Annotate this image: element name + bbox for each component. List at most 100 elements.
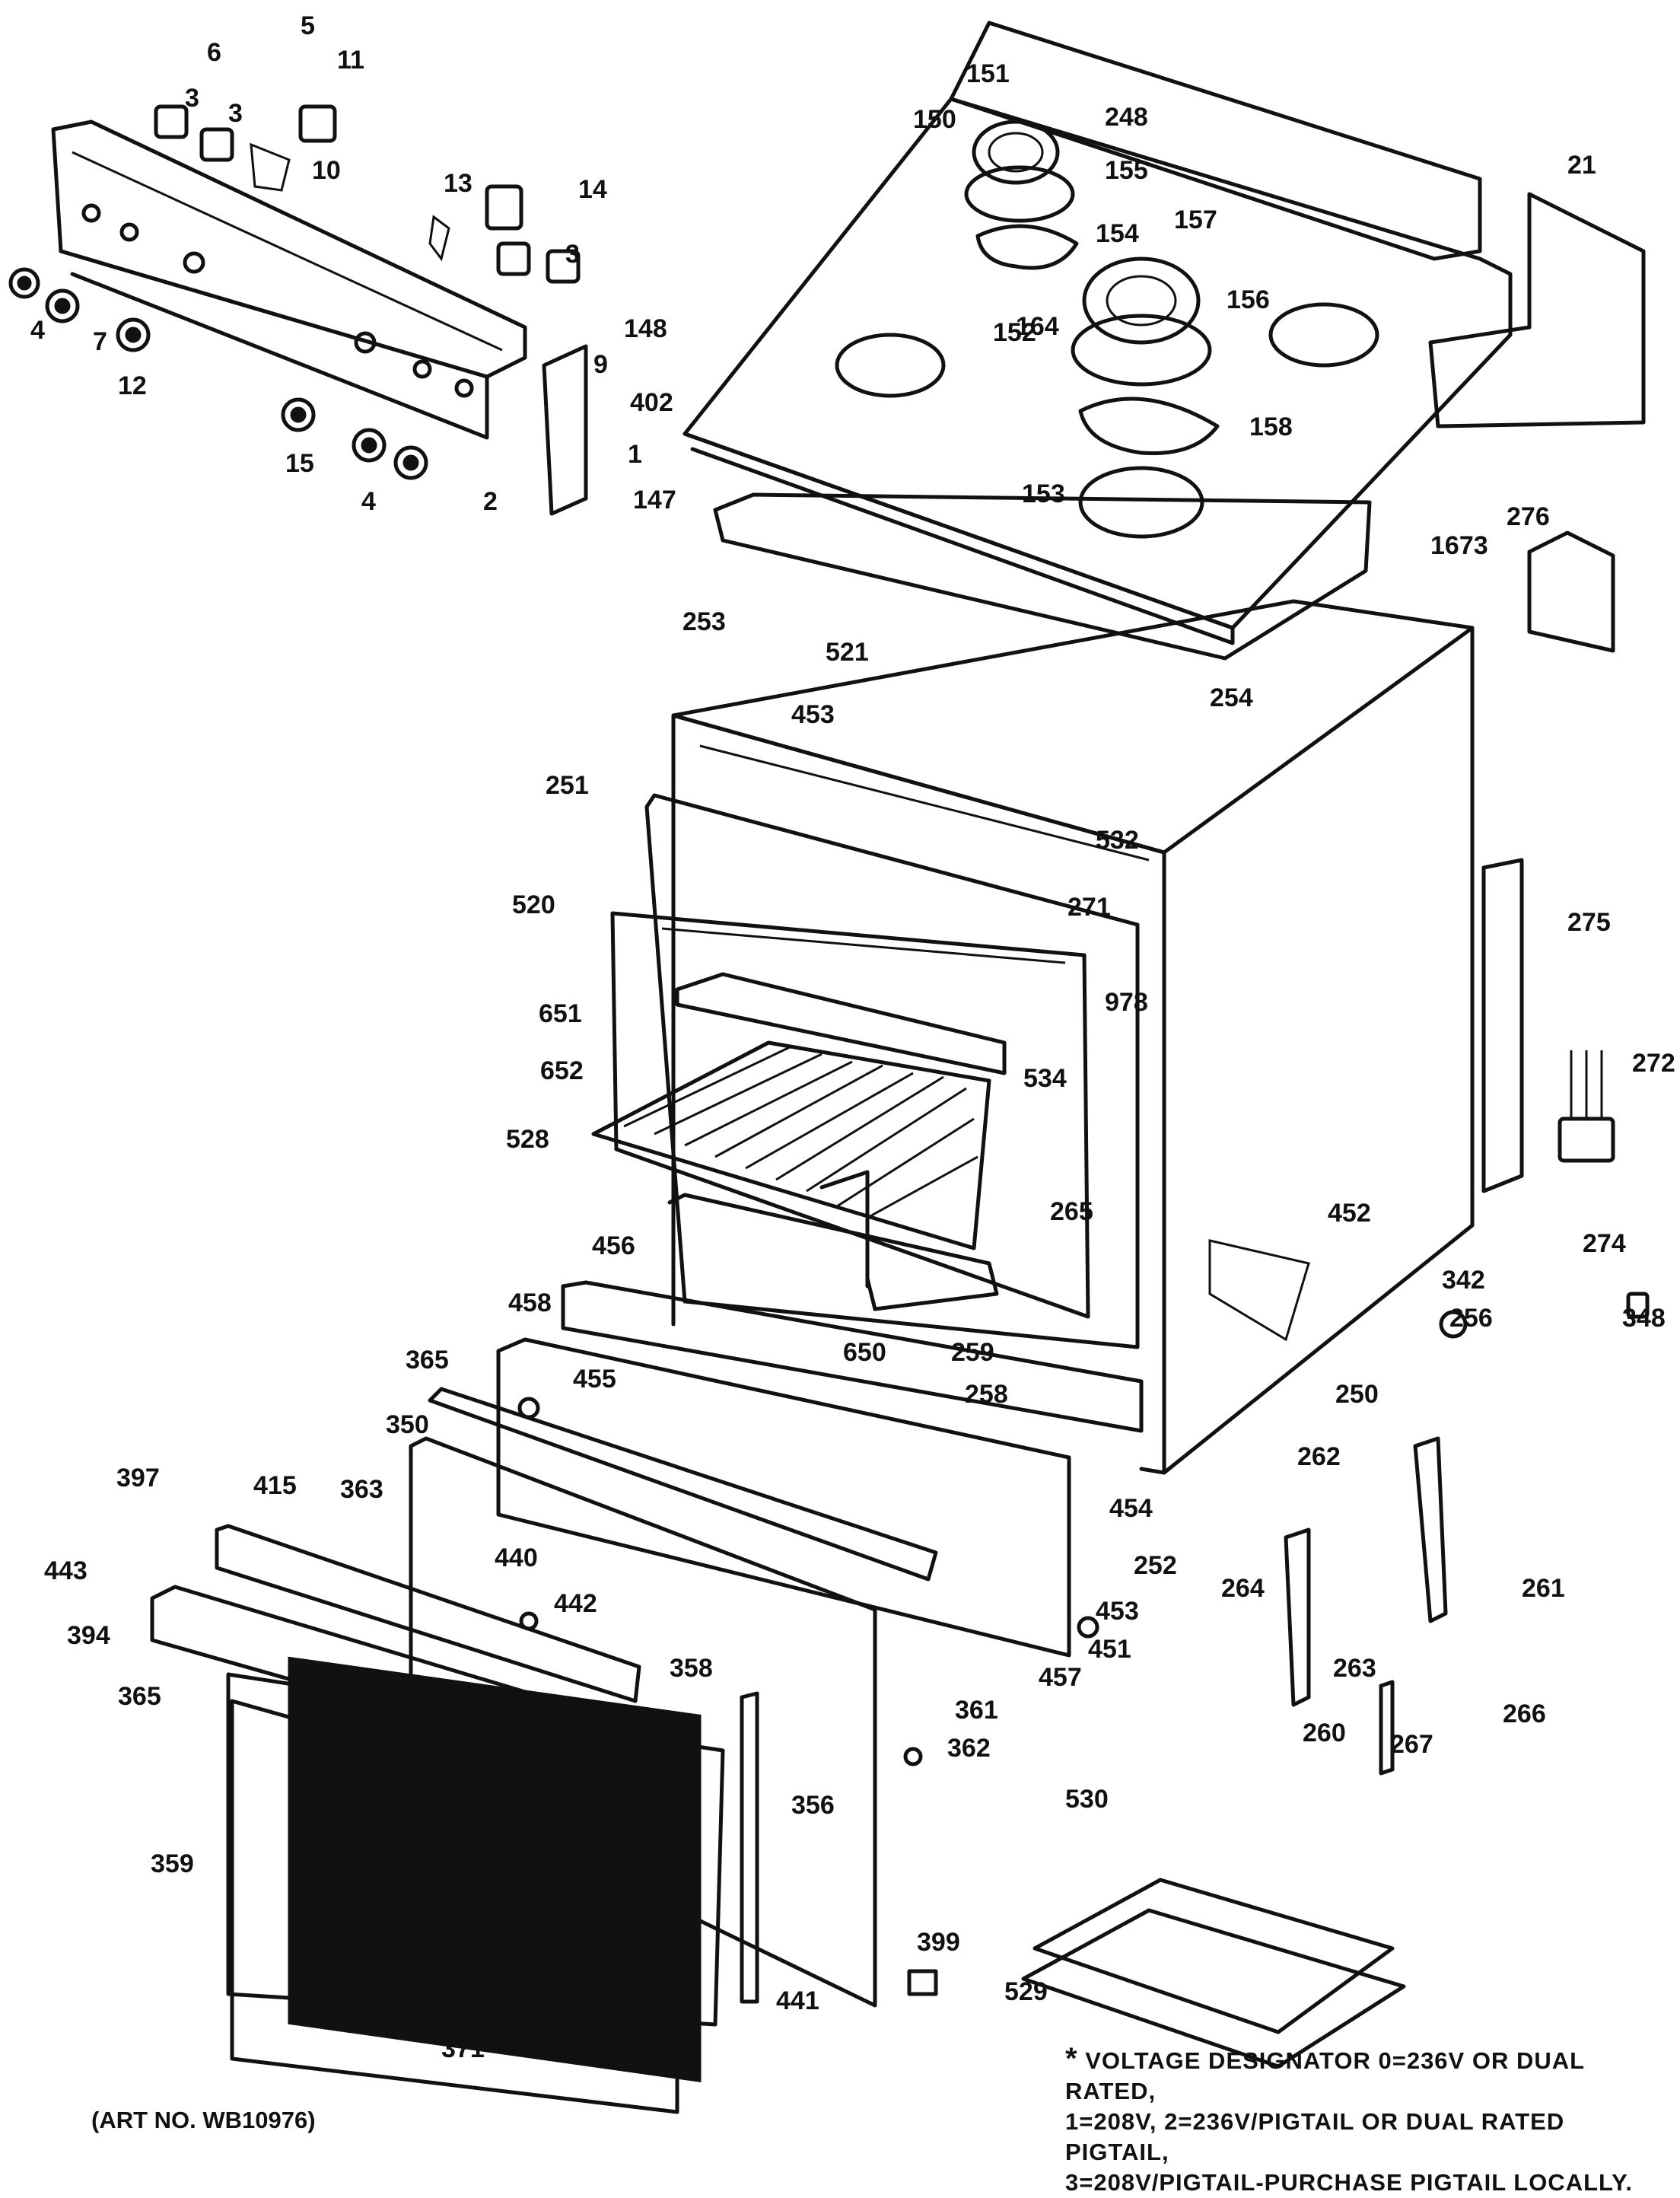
- callout-275: 275: [1567, 908, 1611, 937]
- callout-458: 458: [508, 1289, 552, 1317]
- callout-259: 259: [951, 1338, 994, 1367]
- callout-415: 415: [253, 1471, 297, 1500]
- callout-250: 250: [1335, 1380, 1379, 1409]
- callout-454: 454: [1109, 1494, 1153, 1523]
- callout-253: 253: [682, 607, 726, 636]
- callout-153: 153: [1022, 479, 1065, 508]
- callout-2: 2: [483, 487, 498, 516]
- door-glass-frame: [150, 1585, 725, 2114]
- callout-148: 148: [624, 314, 667, 343]
- cooktop: [682, 21, 1513, 645]
- callout-271: 271: [1068, 893, 1111, 922]
- callout-520: 520: [512, 890, 555, 919]
- callout-399: 399: [917, 1928, 960, 1957]
- callout-361: 361: [955, 1696, 998, 1725]
- callout-14: 14: [578, 175, 607, 204]
- callout-530: 530: [1065, 1785, 1109, 1814]
- callout-3: 3: [228, 99, 243, 128]
- art-number: (ART NO. WB10976): [91, 2107, 316, 2133]
- callout-452: 452: [1328, 1199, 1371, 1228]
- control-panel: [51, 119, 527, 440]
- side-bracket: [542, 344, 588, 516]
- callout-251: 251: [546, 771, 589, 800]
- callout-451: 451: [1088, 1635, 1131, 1664]
- callout-457: 457: [1039, 1663, 1082, 1692]
- callout-443: 443: [44, 1556, 88, 1585]
- footnote-asterisk: *: [1065, 2042, 1078, 2075]
- callout-10: 10: [312, 156, 341, 185]
- callout-6: 6: [207, 38, 221, 67]
- exploded-parts-diagram: 5611331013143471214894021524147151150248…: [8, 11, 1675, 2114]
- callout-441: 441: [776, 1986, 819, 2015]
- door-inner-panel: [496, 1280, 1144, 1658]
- callout-365: 365: [118, 1682, 161, 1711]
- callout-978: 978: [1105, 988, 1148, 1017]
- callout-453: 453: [1096, 1597, 1139, 1626]
- infinite-switches: [154, 104, 581, 284]
- bake-element: [667, 1170, 999, 1311]
- oven-cavity: [610, 793, 1140, 1349]
- callout-359: 359: [151, 1849, 194, 1878]
- callout-150: 150: [913, 105, 956, 134]
- door-side-channel: [740, 1691, 759, 2004]
- callout-9: 9: [593, 350, 608, 379]
- footnote-line: 1=208V, 2=236V/PIGTAIL OR DUAL RATED PIG…: [1065, 2108, 1565, 2165]
- callout-152: 152: [993, 318, 1036, 347]
- callout-265: 265: [1050, 1197, 1093, 1226]
- callout-267: 267: [1390, 1730, 1433, 1759]
- callout-276: 276: [1507, 502, 1550, 531]
- callout-157: 157: [1174, 205, 1217, 234]
- callout-155: 155: [1105, 156, 1148, 185]
- callout-158: 158: [1249, 413, 1293, 441]
- callout-258: 258: [965, 1380, 1008, 1409]
- callout-394: 394: [67, 1621, 110, 1650]
- callout-12: 12: [118, 371, 147, 400]
- voltage-footnote: * VOLTAGE DESIGNATOR 0=236V OR DUAL RATE…: [1065, 2044, 1666, 2198]
- callout-252: 252: [1134, 1551, 1177, 1580]
- callout-266: 266: [1503, 1699, 1546, 1728]
- callout-348: 348: [1622, 1304, 1666, 1333]
- callout-264: 264: [1221, 1574, 1265, 1603]
- callout-11: 11: [337, 46, 364, 75]
- door-handle: [428, 1387, 938, 1582]
- terminal-bracket: [1527, 530, 1615, 653]
- callout-350: 350: [386, 1410, 429, 1439]
- callout-356: 356: [791, 1791, 835, 1820]
- callout-3: 3: [565, 240, 580, 269]
- range-body: [671, 599, 1475, 1475]
- callout-21: 21: [1567, 151, 1596, 180]
- callout-254: 254: [1210, 683, 1253, 712]
- callout-15: 15: [285, 449, 314, 478]
- callout-7: 7: [93, 327, 107, 356]
- callout-651: 651: [539, 999, 582, 1028]
- callout-154: 154: [1096, 219, 1139, 248]
- callout-529: 529: [1004, 1977, 1048, 2006]
- callout-4: 4: [361, 487, 376, 516]
- broil-element: [675, 972, 1007, 1075]
- callout-5: 5: [301, 11, 315, 40]
- callout-3: 3: [185, 84, 199, 113]
- callout-358: 358: [670, 1654, 713, 1683]
- callout-363: 363: [340, 1475, 383, 1504]
- callout-260: 260: [1303, 1719, 1346, 1747]
- callout-256: 256: [1449, 1304, 1493, 1333]
- callout-456: 456: [592, 1231, 635, 1260]
- callout-156: 156: [1227, 285, 1270, 314]
- callout-532: 532: [1096, 826, 1139, 855]
- callout-440: 440: [495, 1543, 538, 1572]
- door-vent-trim: [215, 1524, 641, 1703]
- callout-13: 13: [444, 169, 473, 198]
- footnote-line: VOLTAGE DESIGNATOR 0=236V OR DUAL RATED,: [1065, 2047, 1585, 2104]
- callout-455: 455: [573, 1365, 616, 1394]
- callout-534: 534: [1023, 1064, 1067, 1093]
- callout-342: 342: [1442, 1266, 1485, 1295]
- oven-rack: [591, 1040, 991, 1250]
- callout-650: 650: [843, 1338, 886, 1367]
- callout-362: 362: [947, 1734, 991, 1763]
- callout-261: 261: [1522, 1574, 1565, 1603]
- callout-442: 442: [554, 1589, 597, 1618]
- callout-365: 365: [406, 1346, 449, 1375]
- control-knobs: [8, 267, 428, 480]
- callout-262: 262: [1297, 1442, 1341, 1471]
- callout-652: 652: [540, 1056, 584, 1085]
